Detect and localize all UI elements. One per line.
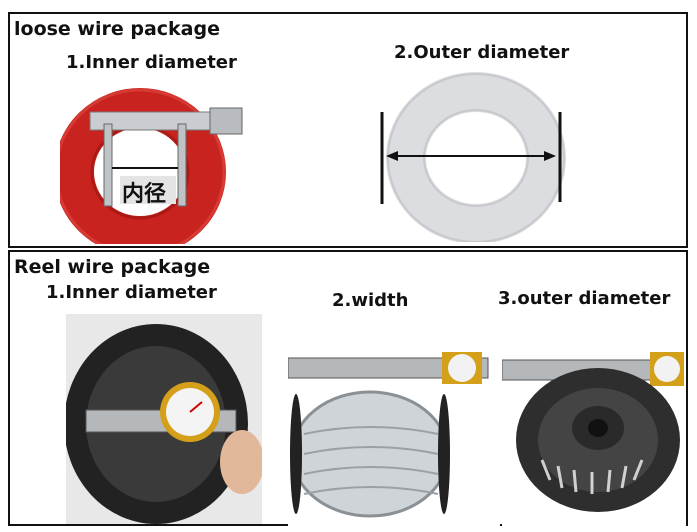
reel-heading: Reel wire package bbox=[14, 256, 211, 278]
reel-outer-photo bbox=[502, 330, 686, 526]
red-wire-coil-photo bbox=[60, 88, 243, 244]
reel-wire-panel: Reel wire package 1.Inner diameter 2.wid… bbox=[8, 250, 688, 526]
loose-outer-label: 2.Outer diameter bbox=[394, 42, 570, 63]
reel-width-photo bbox=[288, 330, 500, 526]
reel-inner-photo bbox=[66, 314, 262, 524]
loose-inner-label: 1.Inner diameter bbox=[66, 52, 237, 73]
reel-width-label: 2.width bbox=[332, 290, 409, 311]
reel-outer-label: 3.outer diameter bbox=[498, 288, 671, 309]
reel-inner-label: 1.Inner diameter bbox=[46, 282, 217, 303]
loose-heading: loose wire package bbox=[14, 18, 220, 40]
white-wire-coil-photo bbox=[380, 72, 566, 242]
ruler-annotation: 内径 bbox=[122, 182, 167, 207]
loose-wire-panel: loose wire package 1.Inner diameter 2.Ou… bbox=[8, 12, 688, 248]
